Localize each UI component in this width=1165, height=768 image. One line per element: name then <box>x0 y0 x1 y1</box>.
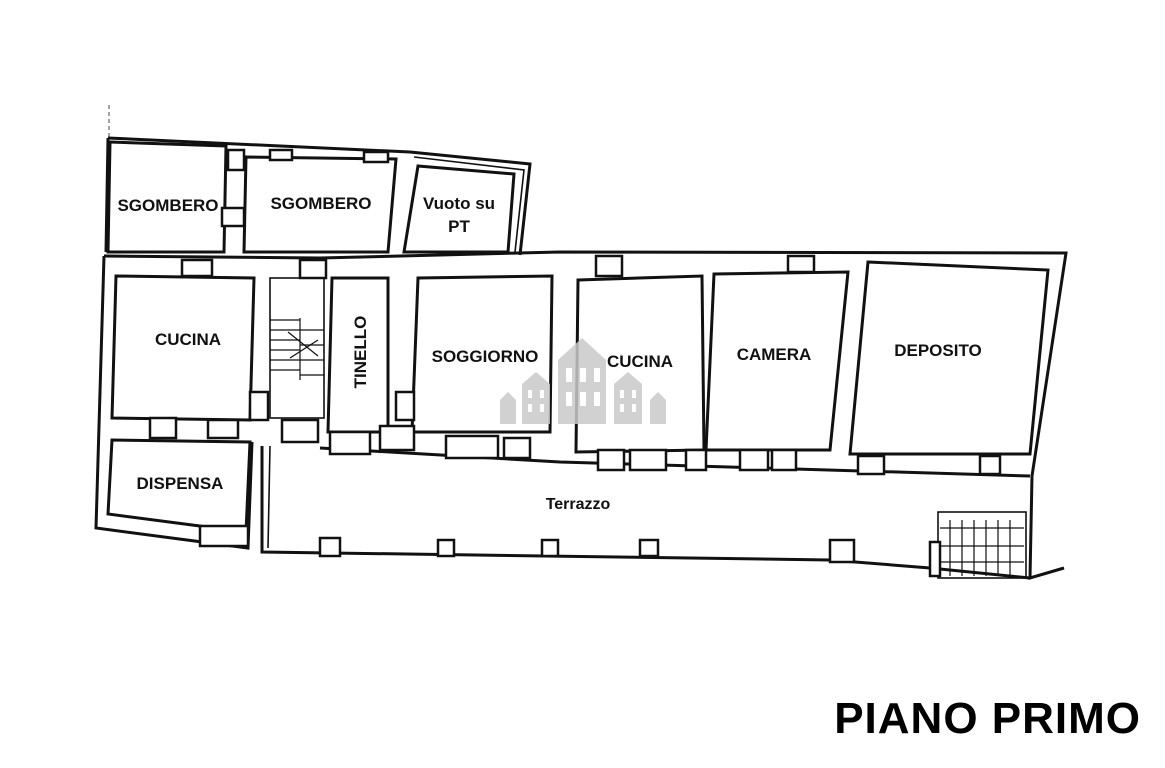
label-tinello: TINELLO <box>351 316 370 389</box>
room-soggiorno <box>410 274 554 434</box>
stairs-left <box>269 277 325 419</box>
label-soggiorno: SOGGIORNO <box>432 347 539 366</box>
label-sgombero-2: SGOMBERO <box>270 194 371 213</box>
stairs-right <box>937 511 1027 579</box>
label-terrazzo: Terrazzo <box>546 496 611 513</box>
label-camera: CAMERA <box>737 345 812 364</box>
label-dispensa: DISPENSA <box>137 474 224 493</box>
label-vuoto-line2: PT <box>448 217 470 236</box>
label-vuoto-line1: Vuoto su <box>423 194 495 213</box>
label-deposito: DEPOSITO <box>894 341 982 360</box>
room-deposito <box>848 260 1050 456</box>
wall-openings <box>148 254 1002 578</box>
house-watermark-icon <box>500 338 666 424</box>
page-title: PIANO PRIMO <box>834 694 1141 743</box>
label-cucina-1: CUCINA <box>155 330 221 349</box>
label-cucina-2: CUCINA <box>607 352 673 371</box>
label-sgombero-1: SGOMBERO <box>117 196 218 215</box>
